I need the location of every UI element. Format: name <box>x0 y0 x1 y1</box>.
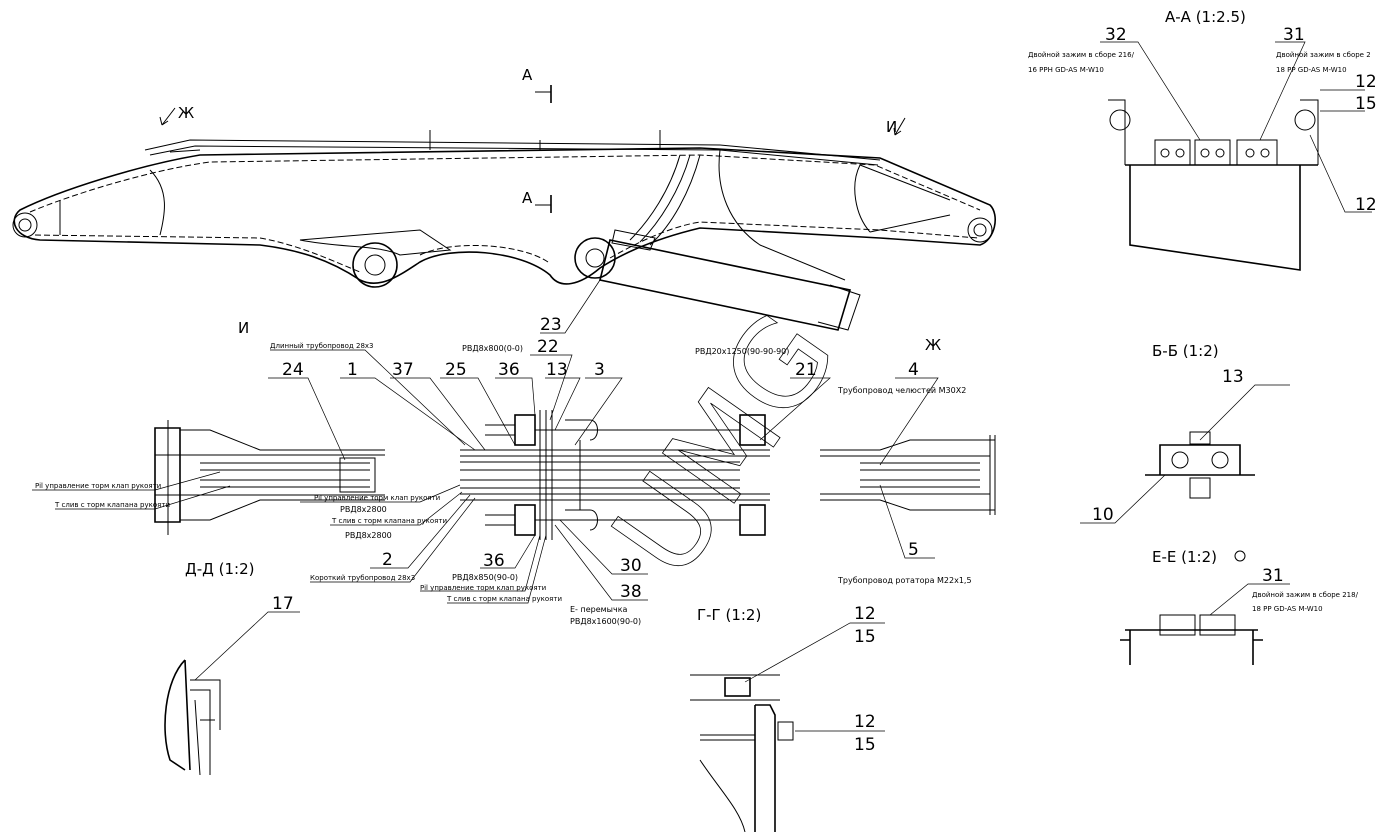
section-dd: Д-Д (1:2) 17 <box>164 560 300 776</box>
callout-36-top: 36 <box>498 360 520 380</box>
callout-12-gg-bottom: 12 <box>854 712 876 732</box>
callout-12-gg-top: 12 <box>854 604 876 624</box>
label-rvd-800: РВД8х800(0-0) <box>462 344 523 353</box>
callout-13-bb: 13 <box>1222 367 1244 387</box>
label-pipe-rotator: Трубопровод ротатора М22х1,5 <box>837 576 972 585</box>
label-pipe-jaws: Трубопровод челюстей М30Х2 <box>837 386 966 395</box>
callout-1: 1 <box>347 360 358 380</box>
callout-22: 22 <box>537 337 559 357</box>
view-mark-zh: Ж <box>178 104 194 122</box>
callout-12-top: 12 <box>1355 72 1377 92</box>
label-t-bottom: T слив с торм клапана рукояти <box>446 595 562 603</box>
section-bb-title: Б-Б (1:2) <box>1152 342 1219 360</box>
label-pil-mid: Pil управление торм клап рукояти <box>314 494 440 502</box>
watermark: UMG <box>587 289 864 602</box>
label-rvd-2800-b: РВД8х2800 <box>345 531 392 540</box>
label-clamp-31-line2: 18 PP GD-AS M-W10 <box>1276 66 1347 74</box>
section-gg: Г-Г (1:2) 12 15 12 15 <box>690 604 885 832</box>
view-zh: Ж 4 Трубопровод челюстей М30Х2 5 Трубопр… <box>820 336 996 585</box>
callout-13: 13 <box>546 360 568 380</box>
callout-12-bottom: 12 <box>1355 195 1377 215</box>
section-aa: А-А (1:2.5) 32 Двойной зажим в сборе 216… <box>1028 8 1377 271</box>
view-zh-title: Ж <box>925 336 941 354</box>
view-mark-i: И <box>886 118 897 136</box>
section-mark-a-top: А <box>522 66 533 84</box>
callout-21: 21 <box>795 360 817 380</box>
label-rvd-850: РВД8х850(90-0) <box>452 573 518 582</box>
label-clamp-ee-line2: 18 PP GD-AS M-W10 <box>1252 605 1323 613</box>
view-i: И Pil управление торм клап рукояти T сли… <box>32 319 831 626</box>
callout-2: 2 <box>382 550 393 570</box>
callout-31-ee: 31 <box>1262 566 1284 586</box>
callout-37: 37 <box>392 360 414 380</box>
section-ee-title: Е-Е (1:2) <box>1152 548 1217 566</box>
label-rvd-1600: РВД8х1600(90-0) <box>570 617 641 626</box>
callout-4: 4 <box>908 360 919 380</box>
callout-15-gg-top: 15 <box>854 627 876 647</box>
rotation-icon <box>1234 550 1246 562</box>
label-rvd-2800-a: РВД8х2800 <box>340 505 387 514</box>
view-i-title: И <box>238 319 249 337</box>
callout-10: 10 <box>1092 505 1114 525</box>
section-bb: Б-Б (1:2) 13 10 <box>1080 342 1290 525</box>
section-aa-title: А-А (1:2.5) <box>1165 8 1246 26</box>
label-long-pipe: Длинный трубопровод 28х3 <box>270 342 374 350</box>
main-view-stick: А А Ж И 23 <box>12 66 996 335</box>
callout-15: 15 <box>1355 94 1377 114</box>
callout-23: 23 <box>540 315 562 335</box>
callout-32: 32 <box>1105 25 1127 45</box>
label-t-mid: T слив с торм клапана рукояти <box>331 517 447 525</box>
label-clamp-31-line1: Двойной зажим в сборе 2 <box>1276 51 1371 59</box>
callout-38: 38 <box>620 582 642 602</box>
label-jumper: Е- перемычка <box>570 605 628 614</box>
callout-5: 5 <box>908 540 919 560</box>
label-short-pipe: Короткий трубопровод 28х3 <box>310 574 415 582</box>
label-rvd-1250: РВД20х1250(90-90-90) <box>695 347 789 356</box>
callout-31: 31 <box>1283 25 1305 45</box>
label-pil-bottom: Pil управление торм клап рукояти <box>420 584 546 592</box>
label-clamp-32-line1: Двойной зажим в сборе 216/ <box>1028 51 1135 59</box>
callout-24: 24 <box>282 360 304 380</box>
label-t-left: T слив с торм клапана рукояти <box>54 501 170 509</box>
label-pil-left: Pil управление торм клап рукояти <box>35 482 161 490</box>
section-ee: Е-Е (1:2) 31 Двойной зажим в сборе 218/ … <box>1120 548 1359 665</box>
callout-30: 30 <box>620 556 642 576</box>
section-dd-title: Д-Д (1:2) <box>185 560 254 578</box>
callout-36-bottom: 36 <box>483 551 505 571</box>
callout-3: 3 <box>594 360 605 380</box>
label-clamp-32-line2: 16 PPH GD-AS M-W10 <box>1028 66 1104 74</box>
callout-25: 25 <box>445 360 467 380</box>
section-gg-title: Г-Г (1:2) <box>697 606 761 624</box>
callout-17: 17 <box>272 594 294 614</box>
section-mark-a-bottom: А <box>522 189 533 207</box>
callout-15-gg-bottom: 15 <box>854 735 876 755</box>
label-clamp-ee-line1: Двойной зажим в сборе 218/ <box>1252 591 1359 599</box>
